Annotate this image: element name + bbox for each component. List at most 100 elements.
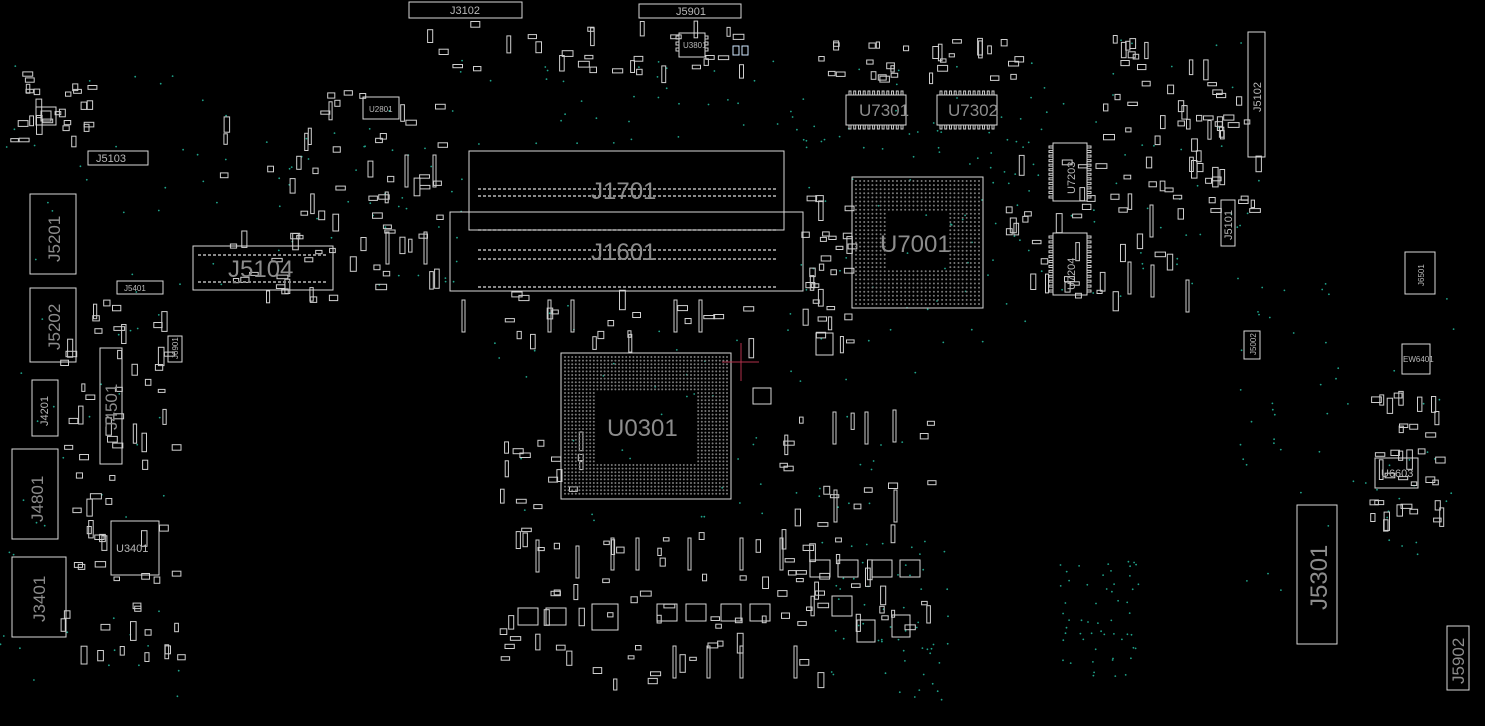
J5002-connector[interactable]: J5002 [1243,330,1261,360]
via-dot [535,142,538,145]
bga-ball [722,464,725,466]
via-dot [1133,561,1135,564]
J3102-connector[interactable]: J3102 [408,1,523,19]
bga-ball [863,208,866,211]
J5902-connector[interactable]: J5902 [1446,625,1470,691]
J5101-connector[interactable]: J5101 [1220,199,1236,247]
bga-ball [715,464,718,466]
J5103-connector[interactable]: J5103 [87,150,149,166]
bga-ball [693,478,696,481]
bga-ball [704,384,707,387]
bga-ball [957,180,960,182]
U7203-chip[interactable]: U7203 [1048,142,1092,202]
J1701-memory-slot[interactable]: J1701 [468,150,785,231]
U7301-chip[interactable]: U7301 [845,90,909,130]
passive-part [546,307,554,320]
bga-ball [564,395,566,398]
passive-part [877,74,887,81]
bga-ball [697,442,700,445]
via-dot [737,458,739,460]
passive-part [418,233,428,239]
J4801-connector[interactable]: J4801 [11,448,59,540]
bga-ball [863,270,866,273]
J5104-connector[interactable]: J5104 [192,245,334,291]
U7204-chip[interactable]: U7204 [1048,232,1092,296]
pin-pad [963,90,967,96]
bga-ball [567,464,570,466]
bga-ball [693,363,696,366]
J5102-connector[interactable]: J5102 [1247,31,1266,158]
U0301-cpu-bga[interactable]: U0301 [560,352,732,500]
J6901-connector[interactable]: J6901 [167,335,183,363]
U7001-gpu-bga[interactable]: U7001 [851,176,984,309]
J5301-connector[interactable]: J5301 [1296,504,1338,645]
bga-ball [722,446,725,448]
passive-part [937,64,949,72]
J5201-connector[interactable]: J5201 [29,193,77,275]
bga-ball [978,294,980,297]
bga-ball [941,270,944,273]
J3401-connector[interactable]: J3401 [11,556,67,638]
J1601-memory-slot[interactable]: J1601 [449,211,804,292]
U3401-chip[interactable]: U3401 [110,520,160,576]
J5401-connector[interactable]: J5401 [116,280,164,295]
pin-pad [1048,154,1054,158]
bga-ball [855,294,857,297]
U7302-chip[interactable]: U7302 [936,90,998,130]
bga-ball [916,184,919,187]
bga-ball [610,478,613,481]
bga-ball [961,266,964,269]
bga-ball [632,489,635,492]
bga-ball [871,266,874,269]
bga-ball [571,402,574,405]
via-dot [1220,145,1223,148]
bga-ball [715,359,718,362]
bga-ball [883,290,886,293]
bga-ball [679,384,682,387]
bga-ball [675,471,678,474]
via-dot [333,132,336,135]
via-dot [401,197,404,199]
passive-part [58,108,66,118]
J5901-connector[interactable]: J5901 [638,3,742,19]
bga-ball [883,294,886,297]
bga-ball [693,467,696,470]
bga-ball [664,464,667,466]
via-dot [461,178,463,181]
via-dot [1115,182,1118,185]
J6501-connector[interactable]: J6501 [1404,251,1436,295]
bga-ball [693,356,696,358]
bga-ball [664,356,667,358]
bga-ball [900,184,903,187]
J4501-connector[interactable]: J4501 [99,347,123,465]
via-dot [1040,270,1043,273]
bga-ball [722,442,725,445]
bga-ball [924,188,927,191]
passive-part [1095,163,1108,169]
passive-part [516,330,522,340]
bga-ball [610,467,613,470]
J5202-connector[interactable]: J5202 [29,287,77,363]
J4201-connector[interactable]: J4201 [31,379,59,437]
bga-ball [711,478,714,481]
pin-pad [1048,235,1054,239]
bga-ball [571,489,574,492]
via-dot [456,236,458,239]
bga-ball [697,370,700,373]
pin-pad [972,90,976,96]
passive-part [1127,51,1136,59]
bga-ball [711,370,714,373]
U3801-chip[interactable]: U3801 [675,32,709,58]
bga-ball [571,413,574,416]
bga-ball [571,478,574,481]
via-dot [1318,450,1321,453]
U6603-chip[interactable]: U6603 [1374,457,1419,489]
passive-part [921,600,928,606]
bga-ball [643,370,646,373]
EW6401-module[interactable]: EW6401 [1401,343,1434,375]
bga-ball [928,200,931,203]
U2801-chip[interactable]: U2801 [362,96,400,120]
bga-ball [668,489,671,492]
